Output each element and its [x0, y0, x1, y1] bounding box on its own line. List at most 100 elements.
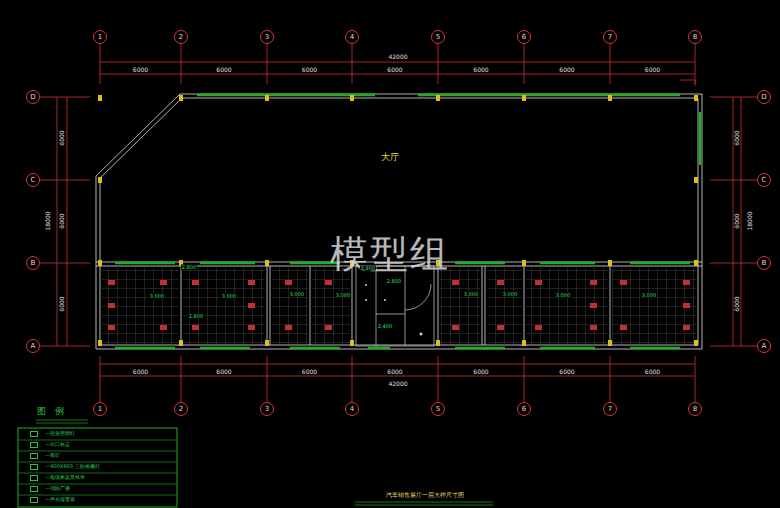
grid-axis-bubble: A [26, 339, 40, 353]
room-name: 大厅 [380, 153, 400, 162]
drawing-title: 汽车销售展厅一层大样尺寸图 [385, 492, 465, 498]
legend-symbol [30, 442, 38, 448]
dimension: 6000 [301, 369, 318, 375]
axis-label: 6 [522, 34, 526, 41]
grid-axis-bubble: 3 [260, 402, 274, 416]
legend-text: ---声光报警器 [44, 497, 76, 502]
ceiling-height: 2.400 [377, 324, 393, 329]
axis-label: 4 [350, 406, 354, 413]
legend-symbol [30, 464, 38, 470]
grid-axis-bubble: 5 [431, 402, 445, 416]
grid-axis-bubble: 1 [93, 402, 107, 416]
legend-text: ---电缆桥架及线管 [44, 475, 86, 480]
axis-label: C [31, 177, 36, 184]
legend-text: ---消防广播 [44, 486, 71, 491]
dimension: 18000 [747, 210, 753, 231]
dimension: 6000 [734, 295, 740, 312]
grid-axis-bubble: 4 [345, 30, 359, 44]
ceiling-height: 2.800 [188, 314, 204, 319]
grid-axis-bubble: 4 [345, 402, 359, 416]
dimension: 42000 [387, 54, 408, 60]
grid-axis-bubble: C [757, 173, 771, 187]
axis-label: 3 [265, 406, 269, 413]
ceiling-height: 3.000 [149, 294, 165, 299]
axis-label: 8 [693, 406, 697, 413]
dimension: 6000 [644, 67, 661, 73]
grid-axis-bubble: B [26, 256, 40, 270]
watermark: 模型组 [329, 235, 451, 273]
grid-axis-bubble: 7 [603, 30, 617, 44]
axis-label: 4 [350, 34, 354, 41]
axis-label: 6 [522, 406, 526, 413]
grid-axis-bubble: 8 [688, 30, 702, 44]
legend-title: 图 例 [36, 407, 65, 416]
grid-axis-bubble: 3 [260, 30, 274, 44]
axis-label: 7 [608, 34, 612, 41]
dimension: 6000 [644, 369, 661, 375]
grid-axis-bubble: 8 [688, 402, 702, 416]
dimension: 6000 [59, 129, 65, 146]
ceiling-height: 3.000 [555, 293, 571, 298]
dimension: 42000 [387, 381, 408, 387]
dimension: 6000 [386, 67, 403, 73]
legend-symbol [30, 486, 38, 492]
axis-label: 2 [179, 34, 183, 41]
legend-text: ---应急照明灯 [44, 431, 76, 436]
ceiling-height: 3.000 [335, 293, 351, 298]
legend-symbol [30, 475, 38, 481]
dimension: 6000 [386, 369, 403, 375]
legend-text: ---600X600 三防格栅灯 [44, 464, 101, 469]
ceiling-height: 3.000 [502, 292, 518, 297]
legend-symbol [30, 497, 38, 503]
dimension: 6000 [132, 67, 149, 73]
dimension: 6000 [59, 295, 65, 312]
grid-axis-bubble: D [757, 90, 771, 104]
grid-axis-bubble: 7 [603, 402, 617, 416]
axis-label: B [31, 260, 36, 267]
dimension: 6000 [472, 67, 489, 73]
axis-label: 5 [436, 406, 440, 413]
dimension: 6000 [558, 369, 575, 375]
ceiling-height: 3.000 [289, 292, 305, 297]
dimension: 6000 [59, 212, 65, 229]
dimension: 6000 [734, 129, 740, 146]
legend-text: ---出口标志 [44, 442, 71, 447]
dimension: 18000 [45, 210, 51, 231]
axis-label: 5 [436, 34, 440, 41]
grid-axis-bubble: 2 [174, 402, 188, 416]
axis-label: D [761, 94, 766, 101]
grid-axis-bubble: C [26, 173, 40, 187]
grid-axis-bubble: D [26, 90, 40, 104]
ceiling-height: 2.800 [181, 265, 197, 270]
legend-text: ---筒灯 [44, 453, 61, 458]
axis-label: 3 [265, 34, 269, 41]
dimension: 6000 [301, 67, 318, 73]
axis-label: A [31, 343, 36, 350]
dimension: 6000 [734, 212, 740, 229]
grid-axis-bubble: 6 [517, 30, 531, 44]
axis-label: 7 [608, 406, 612, 413]
ceiling-height: 2.800 [360, 266, 376, 271]
dimension: 6000 [215, 67, 232, 73]
axis-label: C [762, 177, 767, 184]
axis-label: 1 [98, 406, 102, 413]
dimension: 6000 [558, 67, 575, 73]
grid-axis-bubble: 6 [517, 402, 531, 416]
legend-symbol [30, 431, 38, 437]
grid-axis-bubble: 2 [174, 30, 188, 44]
axis-label: 2 [179, 406, 183, 413]
legend-symbol [30, 453, 38, 459]
dimension: 6000 [472, 369, 489, 375]
grid-axis-bubble: 5 [431, 30, 445, 44]
ceiling-height: 2.800 [386, 279, 402, 284]
ceiling-height: 3.000 [641, 293, 657, 298]
grid-axis-bubble: 1 [93, 30, 107, 44]
axis-label: B [762, 260, 767, 267]
grid-axis-bubble: A [757, 339, 771, 353]
grid-axis-bubble: B [757, 256, 771, 270]
axis-label: D [30, 94, 35, 101]
dimension: 6000 [132, 369, 149, 375]
ceiling-height: 3.000 [221, 294, 237, 299]
ceiling-height: 3.000 [463, 292, 479, 297]
dimension: 6000 [215, 369, 232, 375]
